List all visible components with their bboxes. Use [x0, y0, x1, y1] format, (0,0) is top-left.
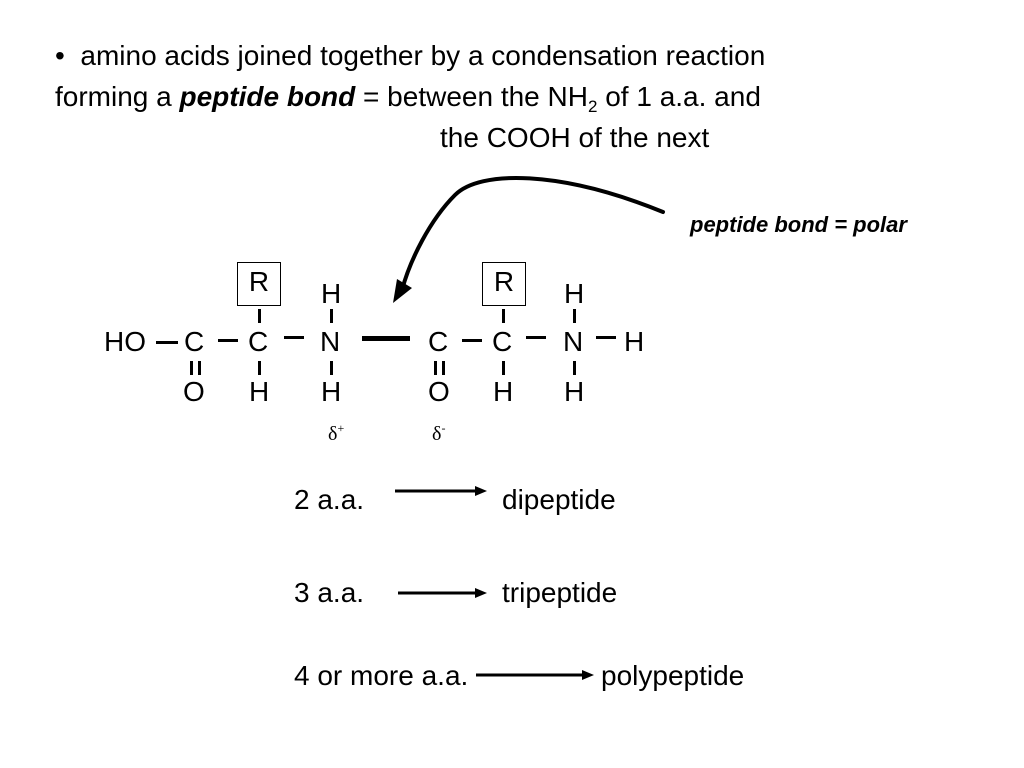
nh2-subscript: 2: [587, 97, 598, 116]
partial-charge-negative: δ-: [432, 421, 446, 446]
bond-c1-c2: [218, 339, 238, 342]
intro-line-2: forming a peptide bond = between the NH2…: [55, 81, 761, 116]
atom-o2: O: [428, 376, 450, 407]
atom-h-n1-bottom: H: [321, 376, 342, 407]
reaction-3-right: polypeptide: [601, 660, 745, 691]
reaction-1-right: dipeptide: [502, 484, 616, 515]
bond-c2-h: [258, 361, 261, 375]
reaction-2-right: tripeptide: [502, 577, 618, 608]
bond-ho-c1: [156, 341, 178, 344]
bond-n1-h-bottom: [330, 361, 333, 375]
atom-c1: C: [184, 326, 205, 357]
bond-n2-h-bottom: [573, 361, 576, 375]
atom-c4: C: [492, 326, 513, 357]
bond-r2-c4: [502, 309, 505, 323]
r-group-box-1: R: [237, 262, 281, 306]
atom-h-c2: H: [249, 376, 270, 407]
intro-mid: = between the NH: [355, 81, 588, 112]
atom-h-c4: H: [493, 376, 514, 407]
arrow-right-icon: [398, 588, 487, 598]
r-group-box-2: R: [482, 262, 526, 306]
plus-sign: +: [337, 421, 345, 435]
double-bond-c1-o1-b: [198, 361, 201, 375]
arrow-right-icon: [476, 670, 594, 680]
bond-n2-h-top: [573, 309, 576, 323]
bond-c2-n1: [284, 336, 304, 339]
peptide-bond: [362, 336, 410, 341]
atom-o1: O: [183, 376, 205, 407]
delta-symbol-plus: δ: [328, 423, 338, 445]
double-bond-c3-o2-b: [442, 361, 445, 375]
atom-n2: N: [563, 326, 584, 357]
intro-line-1-text: amino acids joined together by a condens…: [80, 40, 766, 71]
atom-n1: N: [320, 326, 341, 357]
double-bond-c1-o1-a: [190, 361, 193, 375]
bond-n1-h-top: [330, 309, 333, 323]
bond-c4-h: [502, 361, 505, 375]
peptide-bond-term: peptide bond: [179, 81, 356, 112]
bond-c4-n2: [526, 336, 546, 339]
bond-r1-c2: [258, 309, 261, 323]
minus-sign: -: [441, 421, 446, 435]
intro-line-1: • amino acids joined together by a conde…: [55, 42, 765, 70]
intro-suffix: of 1 a.a. and: [597, 81, 761, 112]
atom-h-n2-right: H: [624, 326, 645, 357]
atom-h-n2-top: H: [564, 278, 585, 309]
atom-h-n2-bottom: H: [564, 376, 585, 407]
reaction-3-left: 4 or more a.a.: [294, 660, 469, 691]
reaction-1-left: 2 a.a.: [294, 484, 365, 515]
r-group-1: R: [248, 266, 270, 297]
intro-prefix: forming a: [55, 81, 180, 112]
delta-symbol-minus: δ: [432, 423, 442, 445]
callout-label: peptide bond = polar: [690, 212, 907, 237]
double-bond-c3-o2-a: [434, 361, 437, 375]
atom-ho: HO: [104, 326, 146, 357]
partial-charge-positive: δ+: [328, 421, 345, 446]
bond-c3-c4: [462, 339, 482, 342]
atom-h-n1-top: H: [321, 278, 342, 309]
atom-c2: C: [248, 326, 269, 357]
intro-line-3: the COOH of the next: [440, 122, 710, 153]
atom-c3: C: [428, 326, 449, 357]
reaction-2-left: 3 a.a.: [294, 577, 365, 608]
r-group-2: R: [493, 266, 515, 297]
arrow-right-icon: [395, 486, 487, 496]
bond-n2-h: [596, 336, 616, 339]
bullet: •: [55, 40, 65, 71]
